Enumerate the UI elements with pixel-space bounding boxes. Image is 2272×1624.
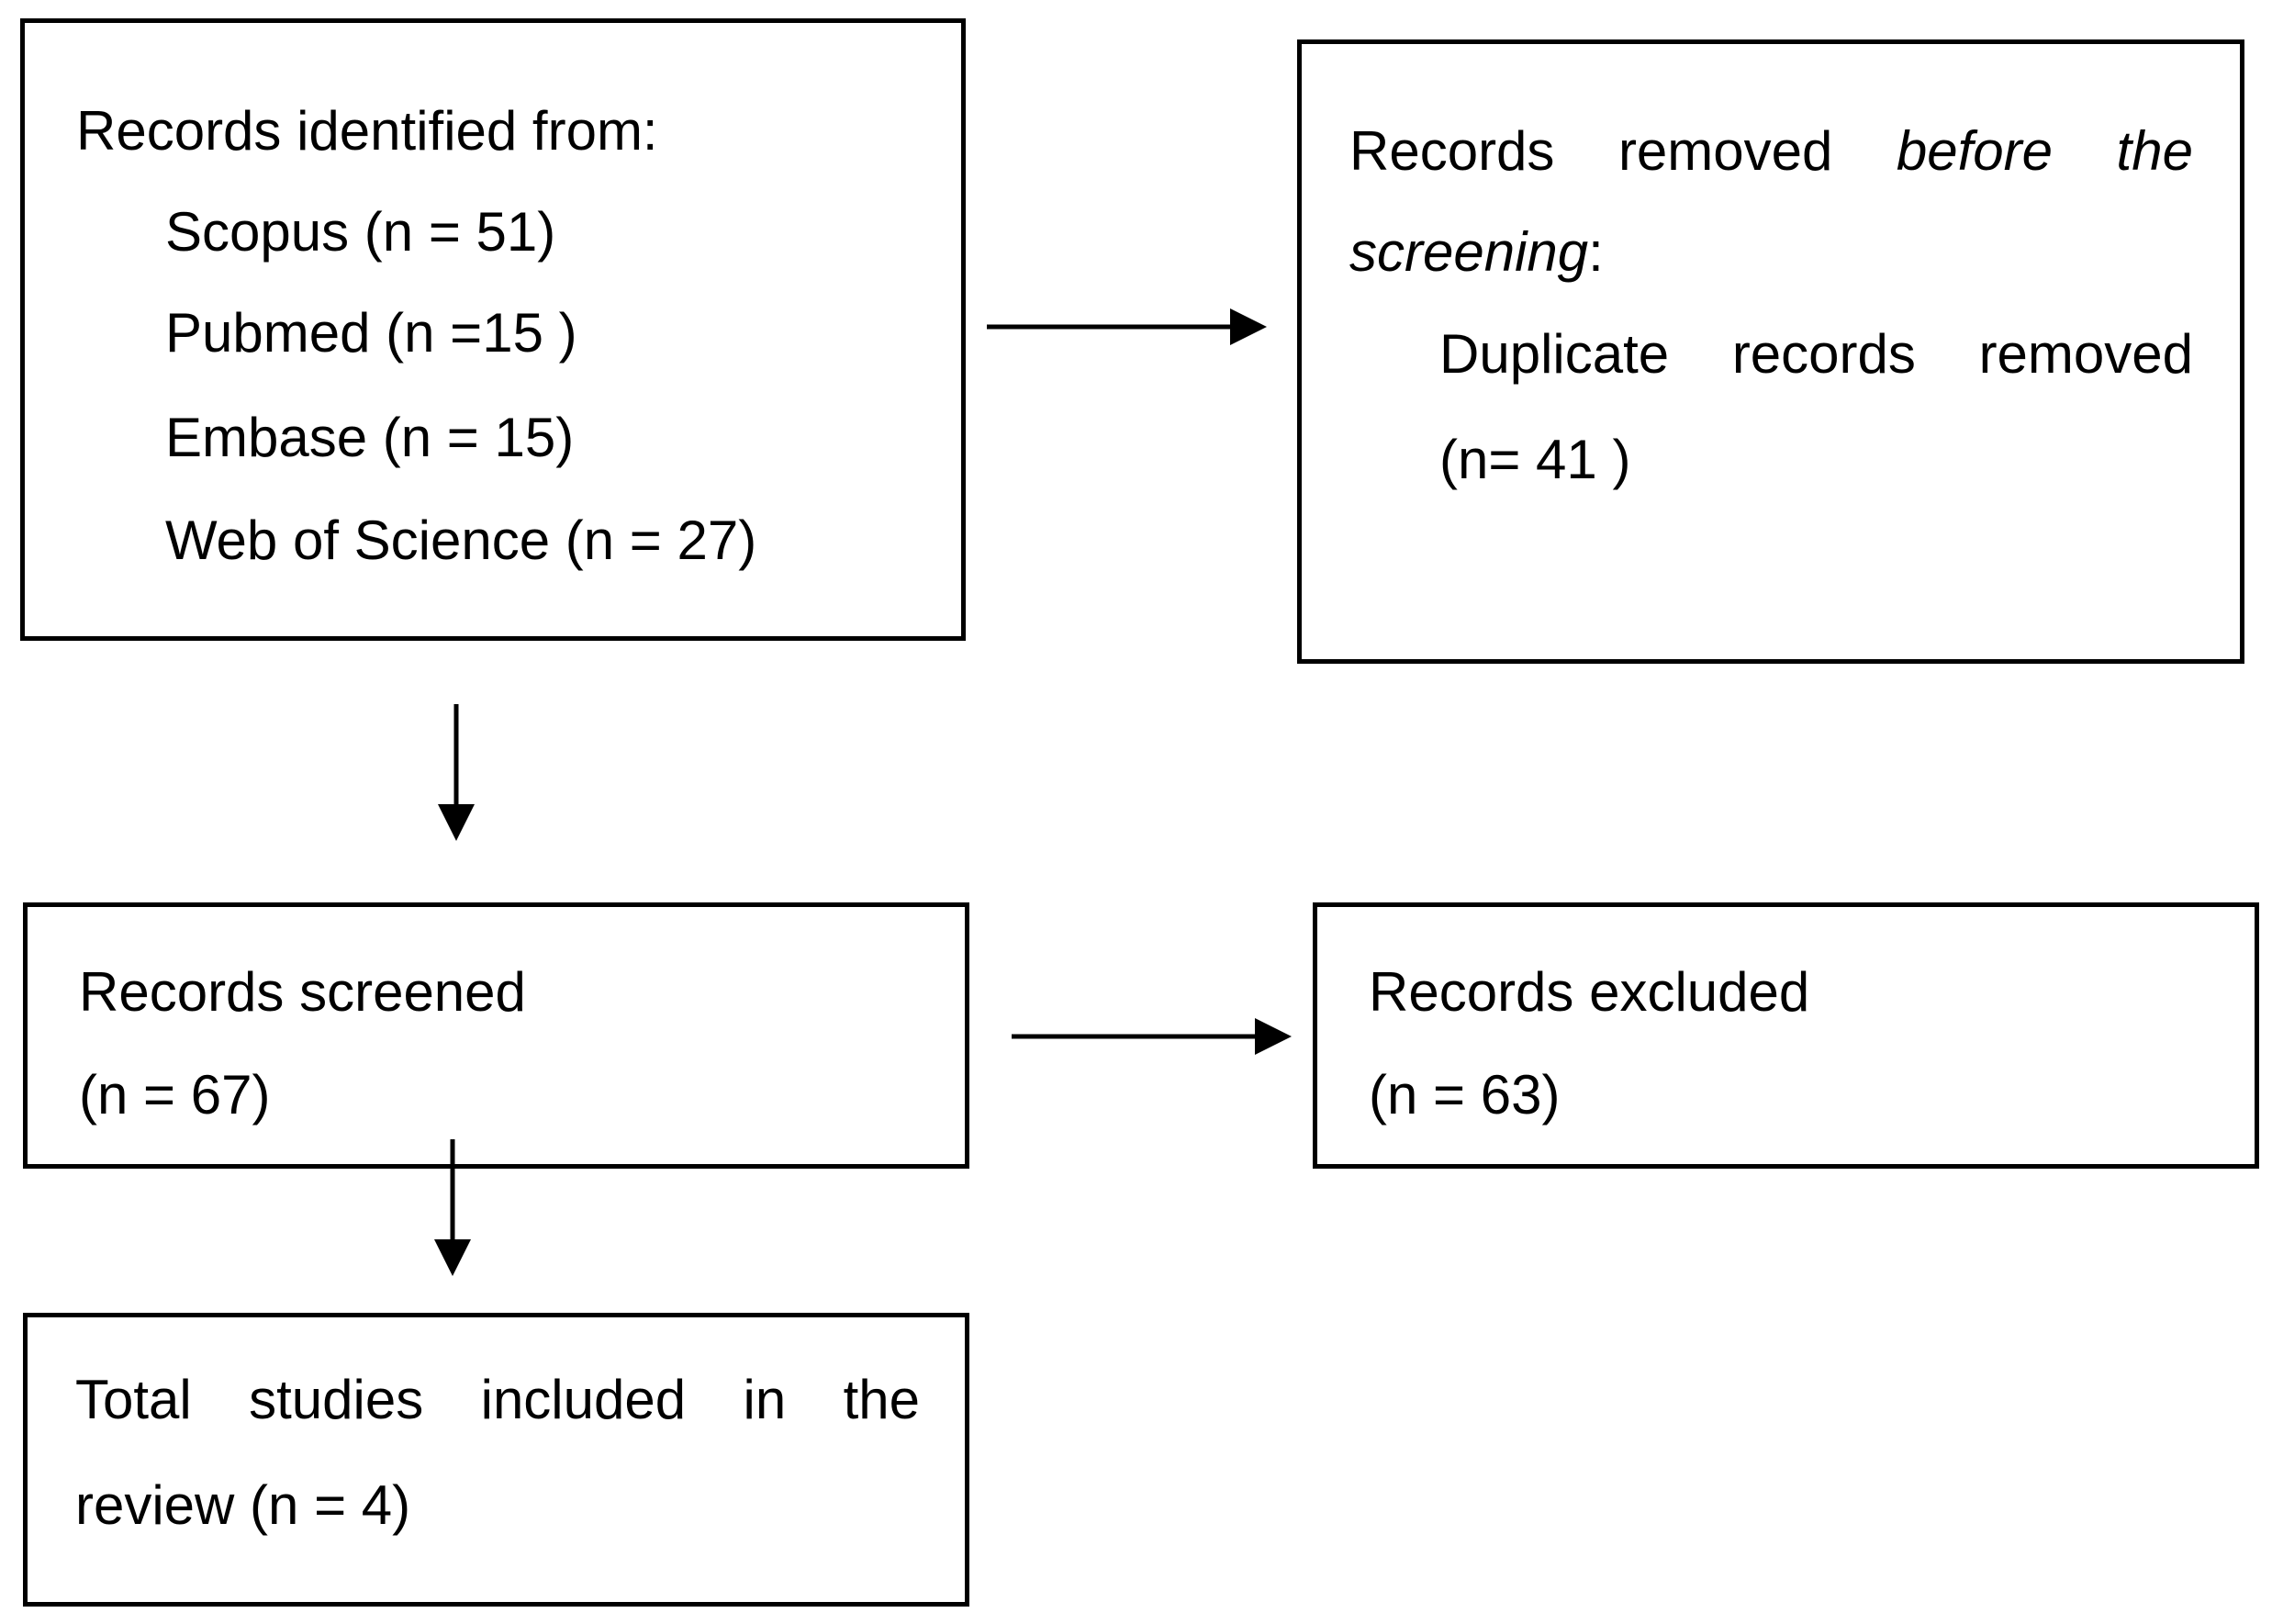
included-line-2: review (n = 4) [75, 1474, 411, 1536]
word: Records [1349, 120, 1555, 182]
screening-text: screening [1349, 221, 1589, 283]
source-pubmed: Pubmed (n =15 ) [165, 302, 577, 364]
word: Duplicate [1439, 323, 1670, 385]
screened-label: Records screened [79, 961, 526, 1023]
screened-box: Records screened (n = 67) [23, 902, 969, 1169]
included-line-1: Total studies included in the [75, 1372, 920, 1428]
excluded-box: Records excluded (n = 63) [1313, 902, 2259, 1169]
identification-heading: Records identified from: [76, 100, 658, 162]
word: removed [1617, 120, 1833, 182]
arrow-identification-to-removed [987, 308, 1267, 345]
removed-line-1: Records removed before the [1349, 124, 2193, 179]
word: included [480, 1369, 687, 1430]
included-box: Total studies included in the review (n … [23, 1313, 969, 1607]
word: the [2116, 120, 2193, 182]
excluded-label: Records excluded [1369, 961, 1810, 1023]
excluded-count: (n = 63) [1369, 1064, 1561, 1126]
source-web-of-science: Web of Science (n = 27) [165, 510, 757, 571]
arrow-screened-to-excluded [1012, 1018, 1292, 1055]
word: Total [75, 1369, 192, 1430]
source-scopus: Scopus (n = 51) [165, 201, 556, 263]
removed-line-3: Duplicate records removed [1439, 327, 2193, 382]
colon-text: : [1588, 221, 1604, 283]
arrow-screened-to-included [434, 1139, 471, 1276]
identification-box: Records identified from: Scopus (n = 51)… [20, 18, 966, 641]
word: before [1896, 120, 2054, 182]
word: the [843, 1369, 920, 1430]
removed-box: Records removed before the screening: Du… [1297, 39, 2244, 664]
word: removed [1978, 323, 2193, 385]
screened-count: (n = 67) [79, 1064, 271, 1126]
word: in [743, 1369, 787, 1430]
duplicates-count: (n= 41 ) [1439, 429, 1631, 490]
word: records [1731, 323, 1916, 385]
removed-line-2: screening: [1349, 225, 1604, 280]
word: studies [249, 1369, 424, 1430]
arrow-identification-to-screened [438, 704, 475, 841]
source-embase: Embase (n = 15) [165, 407, 575, 468]
